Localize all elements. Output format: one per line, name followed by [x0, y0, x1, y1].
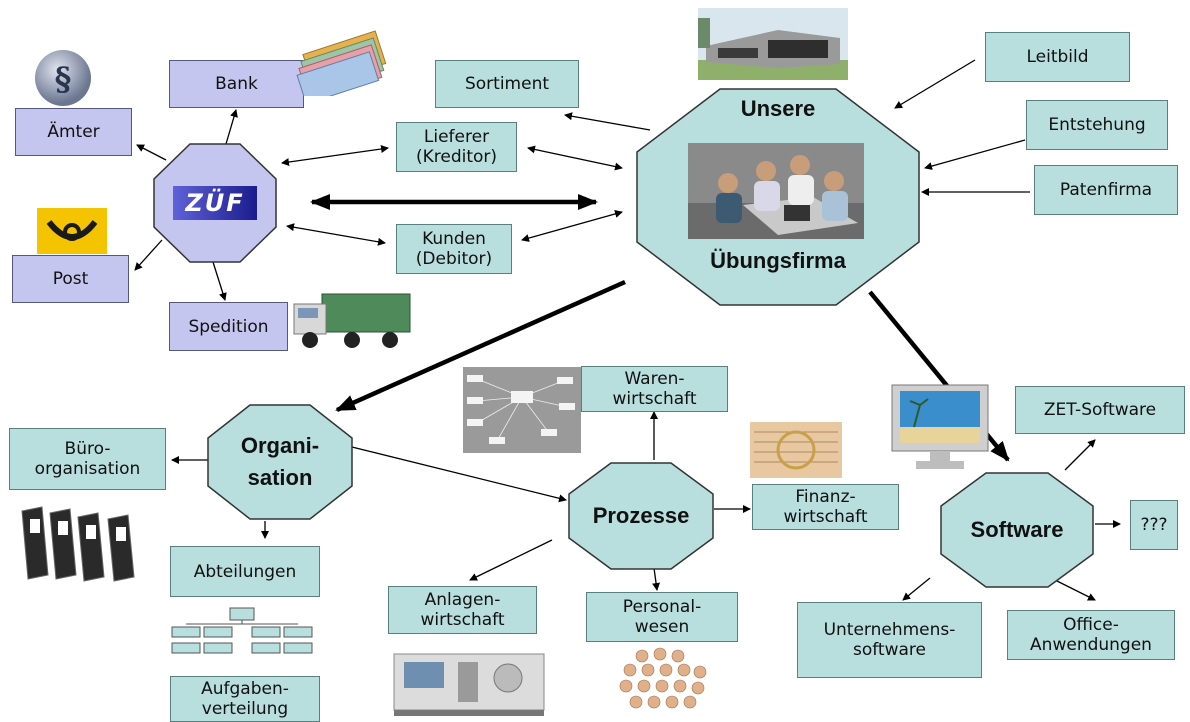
- organisation-line2: sation: [247, 465, 313, 490]
- prozesse-label: Prozesse: [592, 503, 690, 528]
- kunden-box: Kunden (Debitor): [396, 224, 512, 274]
- hub-title-top: Unsere: [740, 96, 816, 121]
- arrow-hub-organisation: [335, 279, 626, 413]
- lieferer-box: Lieferer (Kreditor): [396, 122, 517, 172]
- buero-line1: Büro-: [64, 439, 111, 459]
- bank-box: Bank: [169, 60, 304, 108]
- arrow-zuef-kunden: [286, 223, 386, 246]
- machine-image: [393, 653, 545, 716]
- prozesse-octagon: Prozesse: [568, 462, 714, 570]
- office-line2: Anwendungen: [1030, 635, 1152, 655]
- unknown-box: ???: [1130, 500, 1178, 550]
- spedition-label: Spedition: [188, 316, 269, 337]
- zet-box: ZET-Software: [1015, 386, 1185, 434]
- arrow-lieferer-hub: [527, 145, 623, 171]
- arrow-zuef-spedition: [212, 261, 227, 301]
- organisation-line1: Organi-: [240, 433, 320, 458]
- arrow-zuef-aemter: [136, 144, 167, 161]
- org-chart-icon: [171, 607, 313, 654]
- arrow-software-office: [1054, 579, 1096, 601]
- patenfirma-box: Patenfirma: [1034, 165, 1178, 215]
- unternehmens-box: Unternehmens- software: [797, 602, 982, 678]
- personal-line1: Personal-: [622, 597, 702, 617]
- finanz-line1: Finanz-: [795, 487, 856, 507]
- abteilungen-box: Abteilungen: [170, 546, 320, 597]
- hub-title-bottom: Übungsfirma: [710, 248, 846, 273]
- monitor-image: [891, 384, 989, 469]
- leitbild-label: Leitbild: [1026, 47, 1089, 67]
- unternehmens-line1: Unternehmens-: [823, 620, 956, 640]
- aemter-box: Ämter: [15, 108, 132, 156]
- arrow-kunden-hub: [521, 210, 623, 242]
- building-image: [698, 8, 848, 80]
- buero-box: Büro- organisation: [9, 428, 166, 490]
- truck-icon: [293, 293, 411, 348]
- waren-box: Waren- wirtschaft: [581, 366, 728, 412]
- arrow-zuef-bank: [225, 109, 238, 145]
- arrow-zuef-lieferer: [281, 145, 389, 166]
- arrow-leitbild-hub: [894, 59, 976, 109]
- arrow-prozesse-anlagen: [469, 539, 553, 581]
- anlagen-box: Anlagen- wirtschaft: [388, 586, 537, 634]
- personal-line2: wesen: [634, 617, 690, 637]
- arrow-entstehung-hub: [924, 139, 1026, 170]
- finanz-line2: wirtschaft: [783, 507, 868, 527]
- waren-line1: Waren-: [624, 369, 685, 389]
- software-octagon: Software: [940, 472, 1094, 588]
- sortiment-box: Sortiment: [435, 60, 579, 108]
- leitbild-box: Leitbild: [985, 32, 1130, 82]
- team-meeting-image: [688, 143, 864, 239]
- mindmap-image: [463, 367, 581, 453]
- software-label: Software: [970, 517, 1064, 542]
- zuef-logo-text: ZÜF: [185, 189, 245, 217]
- arrow-prozesse-personal: [652, 567, 661, 591]
- lieferer-line2: (Kreditor): [415, 147, 498, 167]
- svg-text:§: §: [55, 60, 72, 98]
- people-image: [619, 647, 707, 709]
- post-box: Post: [12, 255, 129, 303]
- office-box: Office- Anwendungen: [1007, 610, 1175, 660]
- office-line1: Office-: [1063, 615, 1119, 635]
- finanz-box: Finanz- wirtschaft: [752, 484, 899, 530]
- aufgaben-line1: Aufgaben-: [201, 679, 289, 699]
- aemter-label: Ämter: [47, 122, 100, 142]
- organisation-octagon: Organi- sation: [207, 404, 353, 520]
- zet-label: ZET-Software: [1043, 400, 1157, 420]
- buero-line2: organisation: [34, 459, 141, 479]
- anlagen-line2: wirtschaft: [420, 610, 505, 630]
- aufgaben-line2: verteilung: [201, 699, 289, 719]
- patenfirma-label: Patenfirma: [1059, 180, 1153, 200]
- post-horn-icon: [37, 208, 107, 254]
- personal-box: Personal- wesen: [586, 592, 738, 642]
- paragraph-icon: §: [35, 50, 91, 106]
- aufgaben-box: Aufgaben- verteilung: [170, 676, 320, 722]
- zuef-octagon: ZÜF: [153, 143, 277, 263]
- kunden-line2: (Debitor): [415, 249, 493, 269]
- spedition-box: Spedition: [169, 302, 288, 351]
- waren-line2: wirtschaft: [612, 389, 697, 409]
- arrow-zuef-post: [134, 239, 163, 271]
- money-icon: [296, 30, 387, 96]
- binders-icon: [21, 506, 135, 582]
- kunden-line1: Kunden: [422, 229, 486, 249]
- unknown-label: ???: [1140, 515, 1168, 535]
- arrow-software-unternehmens: [902, 577, 931, 601]
- arrow-hub-sortiment: [564, 112, 651, 131]
- lieferer-line1: Lieferer: [423, 127, 490, 147]
- finance-image: [750, 422, 842, 478]
- anlagen-line1: Anlagen-: [424, 590, 501, 610]
- entstehung-box: Entstehung: [1026, 100, 1168, 150]
- arrow-org-prozesse: [351, 446, 567, 503]
- zuef-logo: ZÜF: [173, 186, 257, 220]
- post-label: Post: [52, 269, 89, 289]
- arrow-software-zet: [1064, 439, 1096, 471]
- unternehmens-line2: software: [852, 640, 926, 660]
- sortiment-label: Sortiment: [464, 74, 550, 94]
- abteilungen-label: Abteilungen: [193, 561, 297, 582]
- entstehung-label: Entstehung: [1048, 115, 1146, 135]
- bank-label: Bank: [215, 74, 258, 94]
